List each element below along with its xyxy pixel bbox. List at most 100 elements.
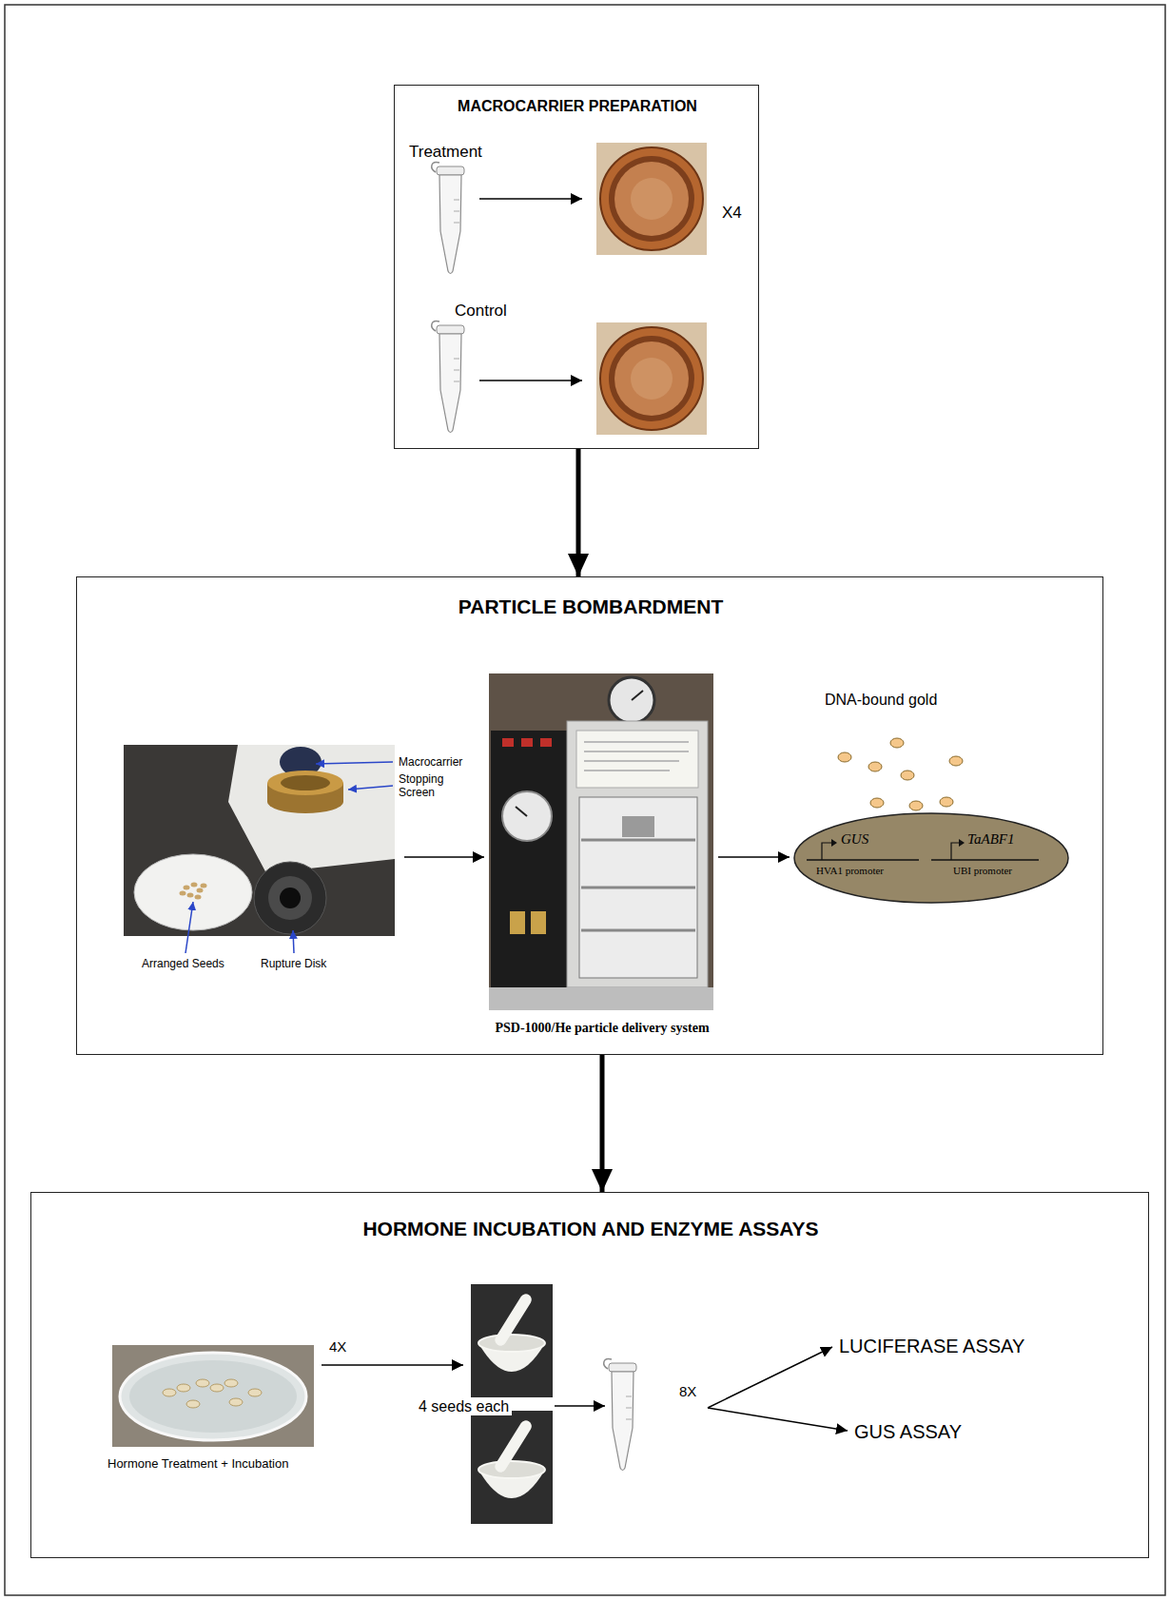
promoter-label: UBI promoter <box>953 864 1013 878</box>
tube-icon <box>431 161 465 273</box>
bench-photo <box>200 883 208 889</box>
gene-gun-photo <box>515 806 527 817</box>
gene-gun-photo <box>584 769 670 772</box>
gold-particle <box>870 798 884 808</box>
part-label: Arranged Seeds <box>141 957 225 972</box>
gene-gun-photo <box>566 721 708 988</box>
step-label: 4 seeds each <box>415 1398 512 1416</box>
promoter-label: HVA1 promoter <box>816 864 884 878</box>
macrocarrier-photo <box>596 142 707 255</box>
step-arrow <box>554 1404 605 1407</box>
mortar-photo <box>470 1410 553 1524</box>
assay-label: LUCIFERASE ASSAY <box>838 1335 1025 1358</box>
petri-photo <box>186 1400 200 1408</box>
flow-arrow <box>576 448 582 577</box>
bench-photo <box>280 775 331 791</box>
gold-particle <box>838 752 852 762</box>
mortar-photo <box>470 1284 553 1398</box>
particle-label: DNA-bound gold <box>824 691 937 709</box>
step-arrow <box>479 197 583 200</box>
petri-photo <box>162 1388 176 1397</box>
bench-photo <box>267 770 344 796</box>
gene-name: GUS <box>840 831 869 848</box>
gene-gun-photo <box>502 738 514 747</box>
gene-gun-photo <box>488 987 714 1011</box>
process-box: MACROCARRIER PREPARATIONTreatmentX4Contr… <box>393 84 760 449</box>
gene-gun-photo <box>581 929 696 933</box>
gene-gun-photo <box>576 730 699 788</box>
gene-gun-photo <box>530 911 546 935</box>
step-arrow <box>479 379 583 382</box>
macrocarrier-illustration <box>431 142 707 435</box>
bench-photo <box>123 744 395 936</box>
count-label: 8X <box>679 1383 697 1400</box>
leader-line <box>348 785 393 790</box>
gene-gun-photo <box>488 673 714 1011</box>
gene-gun-photo <box>608 677 655 723</box>
petri-photo <box>229 1398 243 1406</box>
cell-outline <box>793 812 1070 904</box>
count-label: X4 <box>721 203 742 223</box>
section-heading: HORMONE INCUBATION AND ENZYME ASSAYS <box>362 1217 819 1241</box>
petri-photo <box>112 1345 314 1447</box>
step-arrow <box>718 856 790 858</box>
gene-gun-photo <box>579 797 698 978</box>
gene-gun-photo <box>540 738 552 747</box>
group-label: Control <box>454 301 507 321</box>
gold-particle <box>838 738 963 811</box>
count-label: 4X <box>329 1338 347 1355</box>
gene-gun-photo <box>584 760 680 762</box>
gold-particle <box>949 756 963 766</box>
petri-photo <box>119 1352 307 1441</box>
gene-gun-photo <box>509 911 526 935</box>
promoter-arrow <box>831 838 838 847</box>
part-label: Stopping Screen <box>398 773 458 800</box>
assay-illustration <box>112 1284 848 1524</box>
gene-gun-photo <box>521 738 533 747</box>
bench-photo <box>179 891 187 897</box>
petri-photo <box>224 1379 238 1387</box>
gene-gun-photo <box>622 816 655 838</box>
bench-photo <box>123 744 395 936</box>
leader-line <box>185 901 194 954</box>
gene-line <box>806 858 919 861</box>
gene-gun-photo <box>581 838 696 842</box>
gene-line <box>931 858 1039 861</box>
bench-photo <box>253 861 327 935</box>
cell-ellipse: GUSHVA1 promoterTaABF1UBI promoter <box>793 812 1070 904</box>
bench-photo <box>183 885 191 891</box>
petri-photo <box>195 1379 210 1387</box>
group-label: Treatment <box>409 142 483 162</box>
section-heading: PARTICLE BOMBARDMENT <box>458 595 723 619</box>
process-box: PARTICLE BOMBARDMENT MacrocarrierStopping… <box>76 576 1104 1055</box>
process-box: HORMONE INCUBATION AND ENZYME ASSAYS Horm… <box>30 1191 1150 1559</box>
gene-gun-photo <box>584 741 689 743</box>
bench-photo <box>187 893 195 898</box>
bench-photo <box>191 882 198 888</box>
leader-line <box>292 930 294 954</box>
gold-particle <box>909 800 923 811</box>
bench-photo <box>268 876 312 920</box>
bench-photo <box>196 888 204 894</box>
macrocarrier-photo <box>596 322 707 435</box>
flow-arrow <box>600 1054 605 1192</box>
part-label: Rupture Disk <box>260 957 327 972</box>
assay-label: GUS ASSAY <box>854 1421 962 1443</box>
part-label: Macrocarrier <box>398 756 463 770</box>
step-arrow <box>707 1407 848 1431</box>
gene-gun-photo <box>581 886 696 890</box>
tube-icon <box>431 320 465 432</box>
step-arrow <box>707 1346 833 1408</box>
petri-photo <box>112 1345 314 1447</box>
gene-gun-photo <box>490 730 567 988</box>
gold-particle <box>939 797 954 807</box>
step-label: Hormone Treatment + Incubation <box>107 1457 289 1472</box>
outer-frame <box>4 4 1166 1596</box>
promoter-arrow <box>958 838 965 847</box>
promoter-arrow <box>821 842 832 860</box>
tube-icon <box>604 1358 637 1470</box>
gene-gun-photo <box>502 791 552 841</box>
